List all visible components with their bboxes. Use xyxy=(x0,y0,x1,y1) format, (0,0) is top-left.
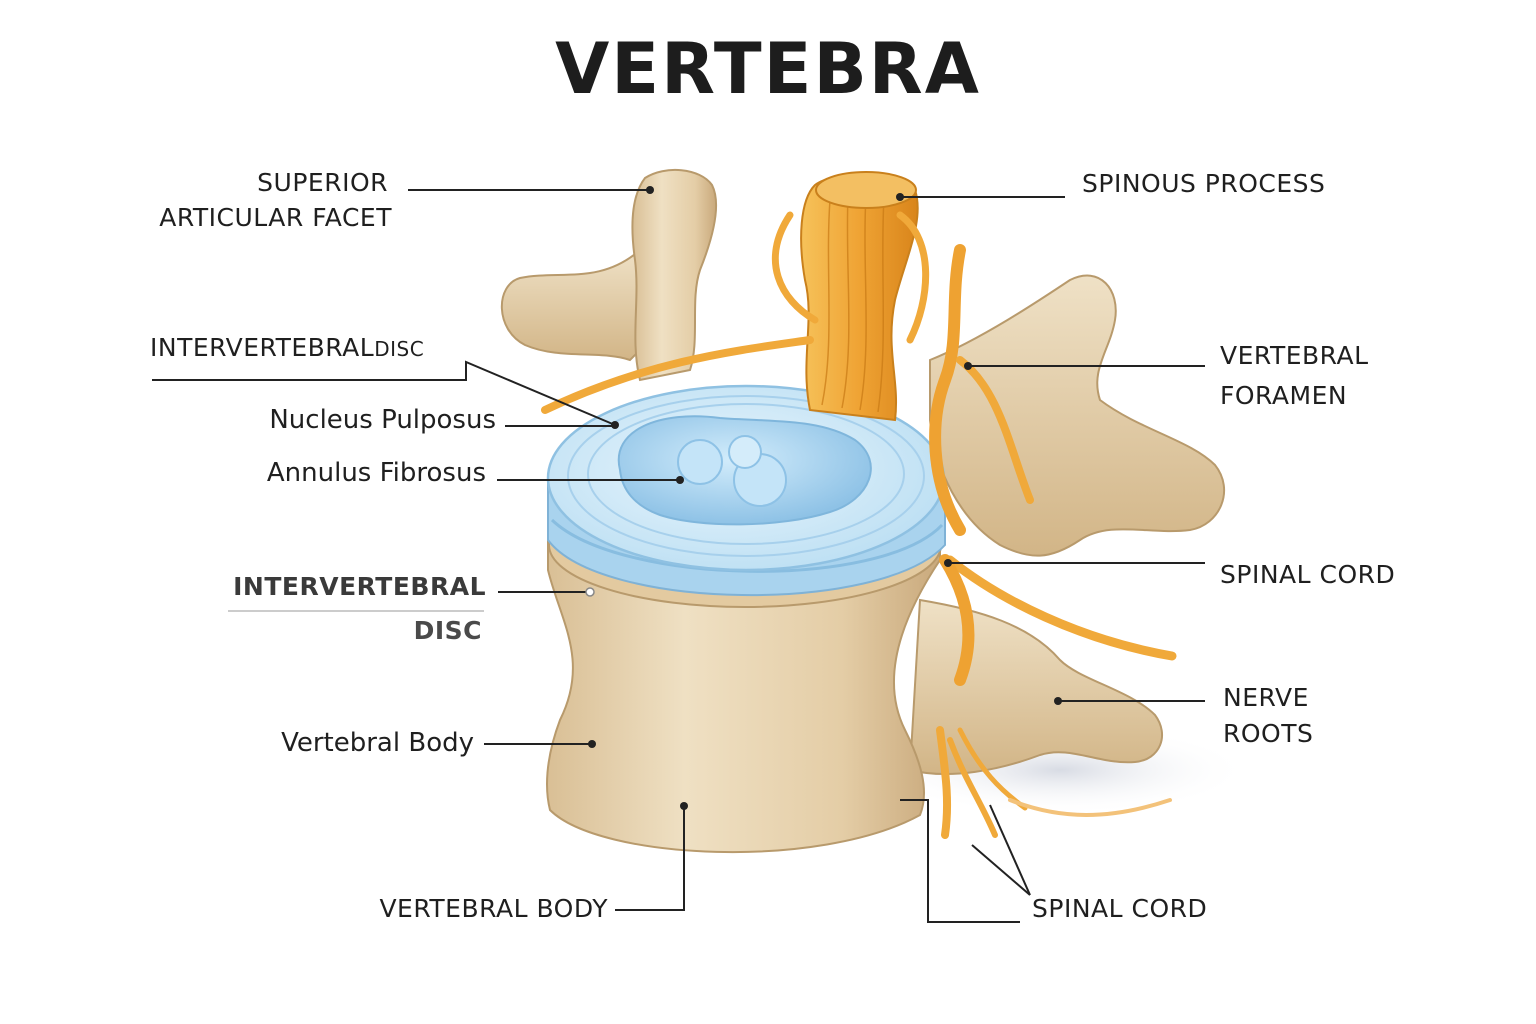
spinous-process-tip xyxy=(815,171,917,209)
label-disc-mid: DISC xyxy=(413,616,482,645)
label-intervertebral-mid: INTERVERTEBRAL xyxy=(233,572,486,601)
label-vertebral-body-caps: VERTEBRAL BODY xyxy=(379,894,608,923)
right-transverse-process xyxy=(929,274,1225,557)
label-superior: SUPERIOR xyxy=(257,168,388,197)
nerve-branches xyxy=(541,211,1177,839)
label-intervertebral-top-word: INTERVERTEBRAL xyxy=(150,333,375,362)
label-vertebral: VERTEBRAL xyxy=(1220,341,1369,370)
left-transverse-process xyxy=(500,248,662,362)
diagram-title: VERTEBRA xyxy=(555,28,981,110)
annulus-ring-line-2 xyxy=(587,403,905,545)
label-disc-top-word: DISC xyxy=(374,337,425,361)
leader-lines xyxy=(152,189,1205,923)
leader-vertebral-body-caps xyxy=(615,806,685,911)
label-nucleus-pulposus: Nucleus Pulposus xyxy=(269,405,496,435)
disc-side-line xyxy=(550,518,944,573)
annulus-ring-line-1 xyxy=(567,395,925,557)
spinal-cord-column xyxy=(800,173,919,422)
label-spinous-process: SPINOUS PROCESS xyxy=(1082,169,1326,198)
nucleus-bubble-1 xyxy=(677,439,723,485)
label-spinal-cord-upper: SPINAL CORD xyxy=(1220,560,1396,589)
nucleus-bubble-3 xyxy=(728,435,762,469)
label-foramen: FORAMEN xyxy=(1220,381,1348,410)
superior-articular-facet xyxy=(631,168,718,382)
label-annulus-fibrosus: Annulus Fibrosus xyxy=(266,458,486,488)
label-intervertebral-disc-top: INTERVERTEBRALDISC xyxy=(150,333,424,362)
label-articular-facet: ARTICULAR FACET xyxy=(159,203,392,232)
leader-spinal-cord-lower-2 xyxy=(971,844,1031,896)
spinal-cord-striations xyxy=(821,194,885,413)
label-spinal-cord-lower: SPINAL CORD xyxy=(1032,894,1208,923)
leader-intervertebral-disc-top xyxy=(152,360,616,426)
leader-dot-disc-mid xyxy=(585,587,595,597)
inferior-articular-process xyxy=(908,598,1164,775)
vertebral-body-shape xyxy=(546,519,941,854)
label-nerve: NERVE xyxy=(1223,683,1309,712)
label-vertebral-body-mixed: Vertebral Body xyxy=(281,728,474,758)
leader-spinal-cord-lower-1 xyxy=(900,799,1020,923)
leader-dots xyxy=(588,186,1062,810)
label-roots: ROOTS xyxy=(1223,719,1314,748)
leader-spinal-cord-lower-3 xyxy=(989,804,1031,896)
